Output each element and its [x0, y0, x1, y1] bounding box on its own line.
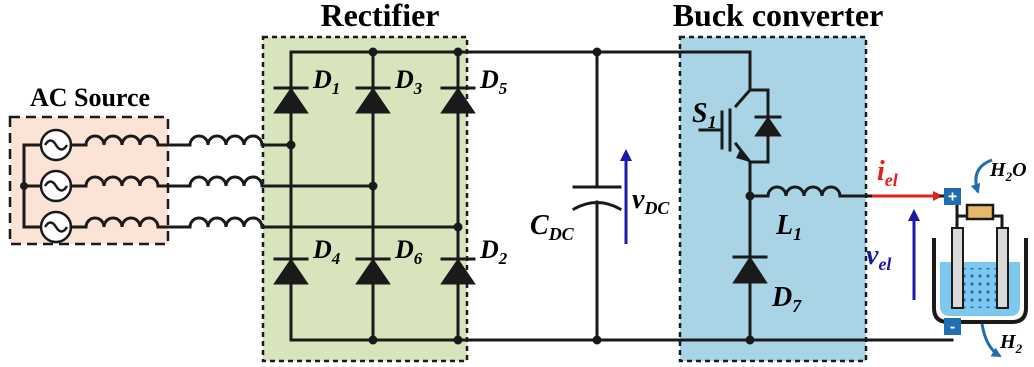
label-iel: iel: [877, 156, 898, 190]
label-d4: D4: [312, 235, 340, 268]
diode-d1-icon: [273, 86, 309, 114]
ac-source-title: AC Source: [30, 83, 150, 112]
label-cdc: CDC: [530, 210, 575, 244]
label-l1: L1: [775, 210, 802, 244]
rectifier-title: Rectifier: [320, 0, 439, 33]
grid-inductor-icon: [188, 216, 264, 229]
negative-terminal-label: -: [950, 319, 955, 336]
buck-converter-block: [678, 35, 868, 363]
ac-voltage-source-icon: [39, 169, 73, 203]
negative-terminal-icon: [944, 318, 961, 335]
inductor-l1-icon: [766, 185, 842, 198]
diode-d4-icon: [273, 257, 309, 285]
diode-d5-icon: [440, 86, 476, 114]
dc-link-capacitor: [571, 47, 623, 345]
rectifier-block: [261, 35, 469, 363]
label-s1: S1: [692, 98, 717, 132]
label-d3: D3: [394, 65, 423, 98]
grid-inductor-icon: [188, 134, 264, 147]
positive-terminal-label: +: [948, 189, 957, 206]
label-d2: D2: [479, 235, 508, 268]
h2o-inflow-arrow: [970, 158, 993, 194]
ac-source-circuit: [20, 128, 192, 244]
diode-d7-icon: [732, 255, 768, 284]
label-vel: vel: [866, 240, 891, 274]
label-h2: H2: [999, 331, 1023, 356]
label-d1: D1: [312, 65, 340, 98]
diode-d3-icon: [355, 86, 391, 114]
source-inductor-icon: [84, 216, 160, 229]
label-d7: D7: [771, 282, 802, 316]
label-vdc: vDC: [632, 184, 670, 218]
ac-voltage-source-icon: [39, 210, 73, 244]
grid-inductor-icon: [188, 175, 264, 188]
label-d5: D5: [479, 65, 508, 98]
source-inductor-icon: [84, 175, 160, 188]
label-h2o: H2O: [989, 159, 1027, 184]
diode-d6-icon: [355, 257, 391, 285]
h2-outflow-arrow: [980, 323, 1002, 358]
diode-d2-icon: [440, 257, 476, 285]
label-d6: D6: [394, 235, 423, 268]
buck-converter-title: Buck converter: [673, 0, 884, 33]
rectifier-bridge: [273, 47, 947, 345]
source-inductor-icon: [84, 134, 160, 147]
positive-terminal-icon: [944, 188, 961, 205]
buck-converter-circuit: [698, 50, 874, 345]
ac-voltage-source-icon: [39, 128, 73, 162]
grid-inductors: [188, 134, 460, 229]
igbt-switch-icon: [698, 50, 782, 198]
